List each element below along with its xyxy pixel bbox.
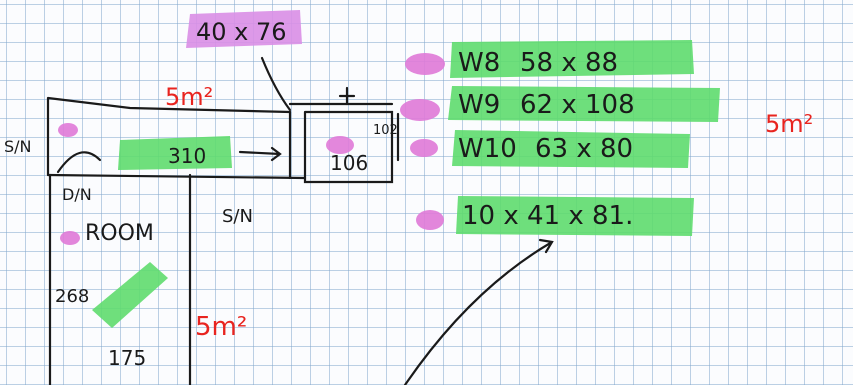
door-arc (56, 151, 102, 174)
pink-dot-1 (405, 53, 445, 75)
window-w8-size: 58 x 88 (520, 48, 618, 78)
window-w10-size: 63 x 80 (535, 134, 633, 164)
corridor-top-wall (46, 96, 292, 177)
sn-door-label: D/N (62, 185, 92, 204)
arrow-top-leader (260, 56, 292, 112)
pink-dot-5 (58, 123, 78, 137)
cupboard-depth-label: 102 (373, 123, 398, 138)
pink-dot-4 (416, 210, 444, 230)
plan-walls (46, 56, 554, 385)
window-w9-size: 62 x 108 (520, 90, 635, 120)
green-highlight-w10 (452, 130, 690, 168)
room-depth-label: 268 (55, 286, 89, 307)
window-list: W8 58 x 88 W9 62 x 108 W10 63 x 80 10 x … (458, 48, 635, 231)
top-dimension-label: 40 x 76 (196, 18, 287, 46)
highlighter-marks (58, 10, 720, 328)
green-highlight-310 (118, 136, 232, 170)
plan-labels: S/N D/N S/N 310 106 102 ROOM 268 175 (4, 123, 398, 370)
top-dimension: 40 x 76 (196, 18, 287, 46)
room-size-label: 10 x 41 x 81. (462, 201, 633, 231)
sn-left-label: S/N (4, 137, 32, 156)
arrow-corridor (238, 146, 282, 162)
sn-mid-label: S/N (222, 206, 253, 227)
room-name-label: ROOM (85, 221, 154, 246)
area-label-right: 5m² (765, 110, 813, 138)
area-label-room: 5m² (195, 312, 247, 342)
pink-highlight-top (186, 10, 302, 48)
room-width-label: 175 (108, 346, 146, 370)
window-w8-label: W8 (458, 48, 500, 78)
corridor-length-label: 310 (168, 144, 206, 168)
area-labels: 5m² 5m² 5m² (165, 83, 813, 342)
window-w10-label: W10 (458, 134, 517, 164)
pink-dot-6 (326, 136, 354, 154)
cupboard-width-label: 106 (330, 151, 368, 175)
pink-dot-7 (60, 231, 80, 245)
area-label-corridor: 5m² (165, 83, 213, 111)
green-highlight-room (92, 262, 168, 328)
green-highlight-w9 (448, 86, 720, 122)
window-w9-label: W9 (458, 90, 500, 120)
corridor-bottom-wall (46, 173, 307, 180)
green-highlight-size (456, 196, 694, 236)
green-highlight-w8 (450, 40, 694, 78)
pink-dot-2 (400, 99, 440, 121)
cupboard-outline (288, 110, 394, 184)
arrow-long (403, 238, 554, 385)
pink-dot-3 (410, 139, 438, 157)
dim-tick-cupboard (338, 86, 356, 106)
